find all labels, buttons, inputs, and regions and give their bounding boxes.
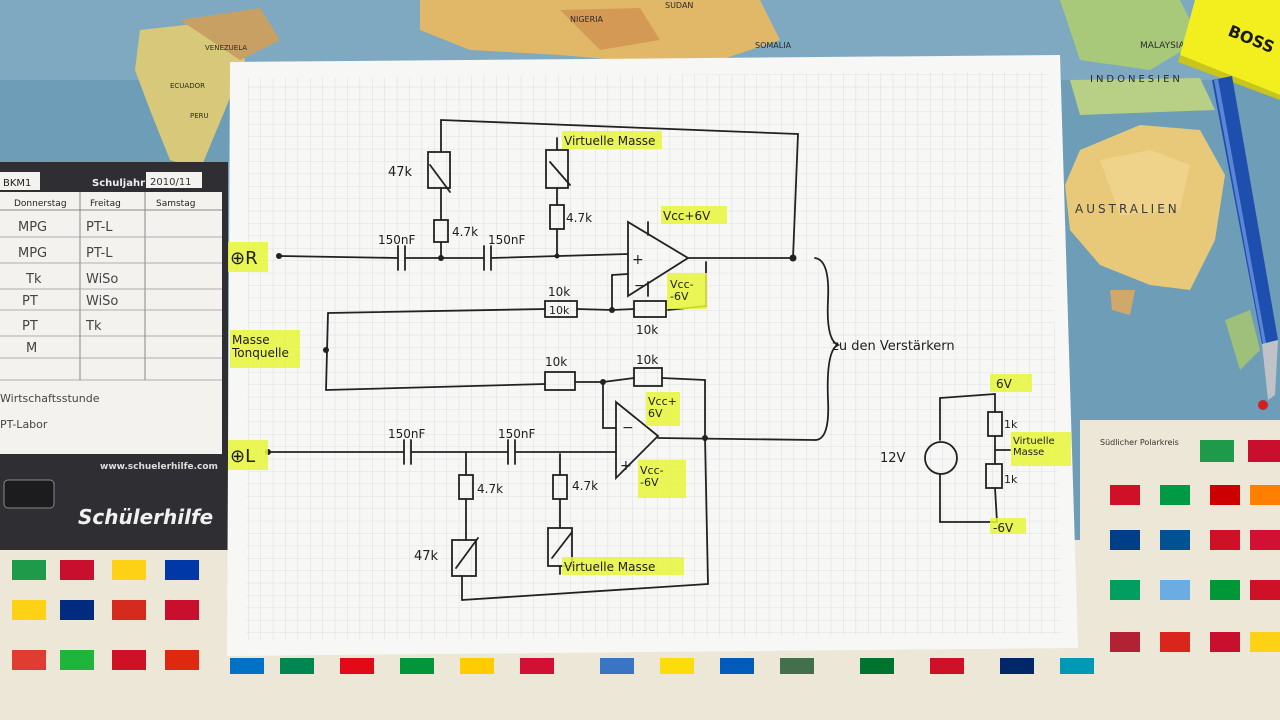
timetable-cell: MPG bbox=[18, 246, 47, 261]
timetable-cell: PT-L bbox=[86, 246, 113, 261]
timetable-cell: MPG bbox=[18, 220, 47, 235]
label-virtual-ground-top: Virtuelle Masse bbox=[564, 134, 655, 148]
highlighter: BOSS bbox=[1178, 0, 1280, 100]
graph-paper-sheet bbox=[227, 55, 1078, 656]
ballpoint-pen bbox=[1212, 76, 1278, 410]
map-label-malaysia: MALAYSIA bbox=[1140, 41, 1185, 51]
label-vcc-neg-bottom: Vcc--6V bbox=[640, 464, 664, 489]
map-label-sudan: SUDAN bbox=[665, 1, 693, 10]
label-res-l2: 4.7k bbox=[572, 479, 598, 493]
label-cap-r1: 150nF bbox=[378, 233, 416, 247]
timetable-cell: PT bbox=[22, 294, 38, 309]
flag-grid bbox=[12, 440, 1280, 674]
highlighter-marks bbox=[228, 131, 1071, 575]
circuit-schematic bbox=[265, 119, 1011, 601]
label-res-10k-d: 10k bbox=[636, 353, 658, 367]
timetable-header-2: Samstag bbox=[156, 199, 195, 209]
resistor bbox=[544, 371, 576, 391]
timetable-cell: PT bbox=[22, 319, 38, 334]
label-pot-r: 47k bbox=[388, 165, 413, 180]
timetable-cell: WiSo bbox=[86, 294, 118, 309]
map-label-peru: PERU bbox=[190, 112, 209, 120]
pen-tip-icon bbox=[1258, 400, 1268, 410]
map-label-venezuela: VENEZUELA bbox=[205, 44, 247, 52]
map-label-somalia: SOMALIA bbox=[755, 41, 792, 50]
op-amp bbox=[627, 220, 690, 298]
potentiometer bbox=[451, 539, 477, 577]
wire bbox=[279, 255, 399, 259]
timetable-cell: Tk bbox=[25, 272, 42, 287]
label-supply-1k-b: 1k bbox=[1004, 473, 1018, 486]
timetable-cell: M bbox=[26, 341, 37, 356]
opamp-plus-icon: + bbox=[632, 252, 644, 268]
timetable-year-label: Schuljahr bbox=[92, 178, 145, 189]
label-vcc-neg-top: Vcc--6V bbox=[670, 278, 694, 303]
timetable-year-value: 2010/11 bbox=[150, 177, 192, 188]
voltage-source bbox=[924, 441, 958, 475]
timetable-header-1: Freitag bbox=[90, 199, 121, 209]
timetable-class: BKM1 bbox=[3, 178, 31, 189]
timetable-cell: PT-L bbox=[86, 220, 113, 235]
timetable-cell: WiSo bbox=[86, 272, 118, 287]
timetable-cell: Tk bbox=[85, 319, 102, 334]
map-label-polarkreis: Südlicher Polarkreis bbox=[1100, 438, 1179, 447]
timetable-note: Wirtschaftsstunde bbox=[0, 392, 100, 405]
label-res-10k-a-box: 10k bbox=[549, 304, 570, 317]
opamp-minus-icon: − bbox=[622, 420, 634, 436]
label-pot-l: 47k bbox=[414, 549, 439, 564]
timetable-website: www.schuelerhilfe.com bbox=[100, 462, 218, 472]
south-america-landmass bbox=[135, 20, 245, 170]
opamp-plus-icon: + bbox=[620, 458, 632, 474]
label-res-10k-c: 10k bbox=[545, 355, 567, 369]
label-cap-l2: 150nF bbox=[498, 427, 536, 441]
label-res-r1: 4.7k bbox=[452, 225, 478, 239]
map-label-australia: AUSTRALIEN bbox=[1075, 202, 1180, 216]
label-res-10k-a: 10k bbox=[548, 285, 570, 299]
label-vcc-pos-top: Vcc+6V bbox=[663, 209, 711, 223]
timetable-note: PT-Labor bbox=[0, 418, 48, 431]
resistor bbox=[985, 463, 1003, 489]
curly-brace bbox=[814, 257, 841, 441]
timetable-header-0: Donnerstag bbox=[14, 199, 67, 209]
label-input-l: ⊕L bbox=[230, 446, 255, 467]
label-cap-l1: 150nF bbox=[388, 427, 426, 441]
laptop-icon bbox=[3, 479, 55, 509]
label-supply-6v: 6V bbox=[996, 377, 1013, 391]
potentiometer bbox=[427, 151, 451, 189]
label-vcc-pos-bottom: Vcc+6V bbox=[648, 395, 677, 420]
label-res-r2: 4.7k bbox=[566, 211, 592, 225]
label-res-10k-b: 10k bbox=[636, 323, 658, 337]
label-input-r: ⊕R bbox=[230, 248, 258, 269]
map-label-ecuador: ECUADOR bbox=[170, 82, 205, 90]
label-cap-r2: 150nF bbox=[488, 233, 526, 247]
map-label-indonesia: INDONESIEN bbox=[1090, 74, 1183, 85]
label-supply-neg6v: -6V bbox=[993, 521, 1014, 535]
label-to-amplifiers: zu den Verstärkern bbox=[832, 339, 955, 354]
map-label-nigeria: NIGERIA bbox=[570, 15, 604, 24]
opamp-minus-icon: − bbox=[634, 278, 646, 294]
label-supply-1k-a: 1k bbox=[1004, 418, 1018, 431]
label-res-l1: 4.7k bbox=[477, 482, 503, 496]
op-amp bbox=[615, 400, 660, 481]
resistor bbox=[633, 367, 663, 387]
label-supply-12v: 12V bbox=[880, 451, 906, 466]
label-virtual-ground-bottom: Virtuelle Masse bbox=[564, 560, 655, 574]
timetable-card: BKM1 Schuljahr 2010/11 Donnerstag Freita… bbox=[0, 162, 228, 550]
timetable-brand: Schülerhilfe bbox=[78, 505, 213, 529]
asia-landmass bbox=[1060, 0, 1200, 70]
